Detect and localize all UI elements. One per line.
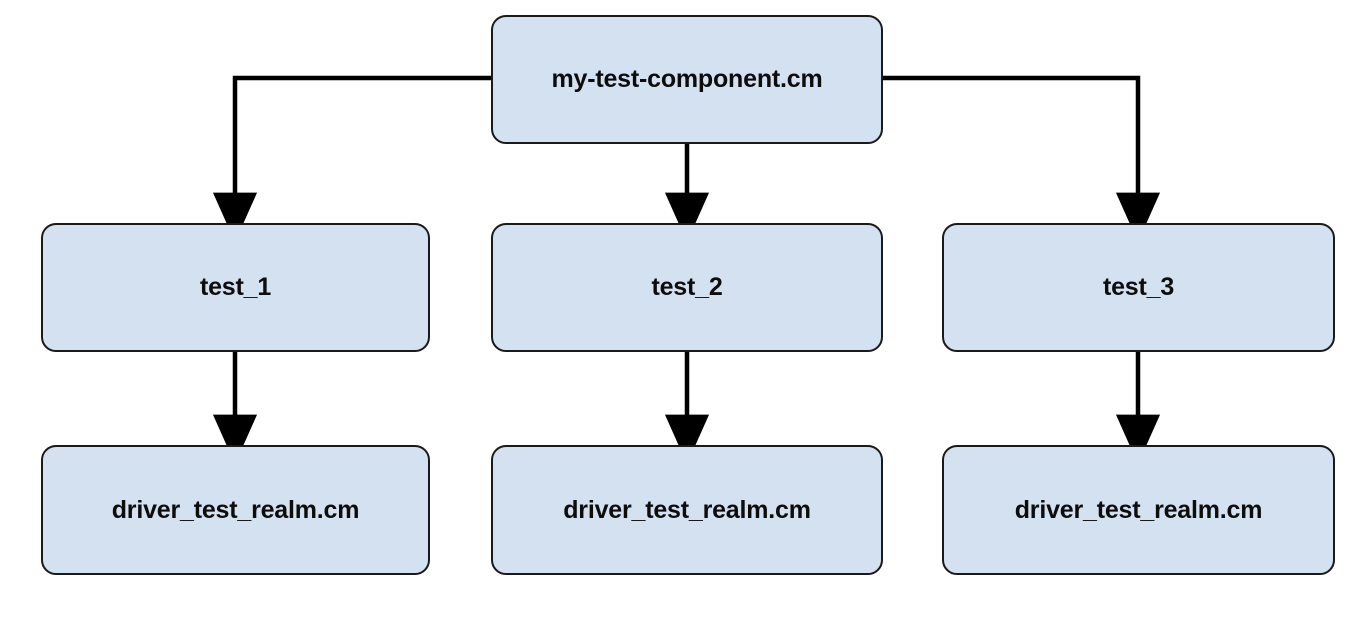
edge-root-to-test-3	[883, 75, 1161, 243]
node-test-3[interactable]: test_3	[942, 223, 1335, 352]
node-label-driver-test-realm-2: driver_test_realm.cm	[563, 495, 811, 524]
node-label-test-2: test_2	[651, 273, 723, 301]
node-driver-test-realm-3[interactable]: driver_test_realm.cm	[942, 445, 1335, 575]
node-test-2[interactable]: test_2	[491, 223, 883, 352]
node-test-1[interactable]: test_1	[41, 223, 430, 352]
node-label-test-3: test_3	[1102, 273, 1175, 301]
node-label-driver-test-realm-1: driver_test_realm.cm	[111, 495, 360, 524]
node-label-driver-test-realm-3: driver_test_realm.cm	[1014, 495, 1263, 524]
node-driver-test-realm-1[interactable]: driver_test_realm.cm	[41, 445, 430, 575]
node-label-my-test-component: my-test-component.cm	[551, 65, 823, 93]
edge-root-to-test-1	[212, 75, 491, 243]
node-driver-test-realm-2[interactable]: driver_test_realm.cm	[491, 445, 883, 575]
node-label-test-1: test_1	[199, 273, 272, 301]
node-my-test-component[interactable]: my-test-component.cm	[491, 15, 883, 144]
